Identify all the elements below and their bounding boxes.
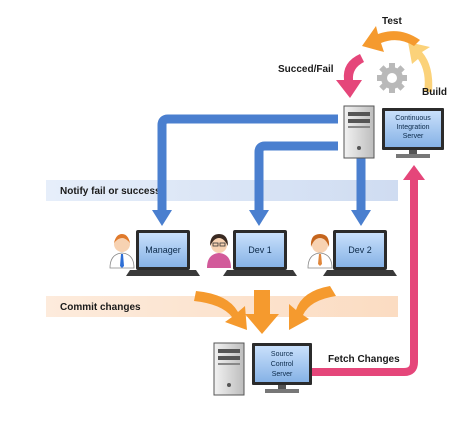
test-arrow: [362, 26, 420, 52]
build-arrow: [408, 42, 433, 92]
fetch-label: Fetch Changes: [328, 354, 400, 365]
ci-tower: [343, 105, 375, 159]
commit-arrow-right: [289, 286, 336, 330]
avatar-dev1: [207, 234, 231, 268]
ci-server-text-3: Server: [403, 133, 424, 140]
source-server-text-1: Source: [271, 351, 293, 358]
source-tower: [213, 342, 245, 396]
notify-arrowhead-manager: [152, 210, 172, 226]
notify-band: [46, 180, 398, 201]
fetch-arrow: [312, 178, 418, 376]
avatar-manager: [109, 234, 135, 269]
notify-arrow-dev1: [254, 141, 338, 212]
commit-arrows: [194, 286, 336, 334]
build-label: Build: [422, 87, 447, 98]
build-test-cycle: [336, 26, 433, 98]
laptop-manager: Manager: [126, 230, 200, 276]
commit-label: Commit changes: [60, 302, 141, 313]
laptop-manager-label: Manager: [145, 245, 181, 255]
notify-arrowhead-dev2: [351, 210, 371, 226]
succeed-fail-arrow: [336, 54, 364, 98]
notify-arrow-manager: [157, 114, 338, 212]
ci-server: Continuous Integration Server: [343, 105, 444, 159]
ci-server-text-1: Continuous: [395, 115, 431, 122]
notify-arrowhead-dev1: [249, 210, 269, 226]
notify-label: Notify fail or success: [60, 186, 161, 197]
source-control-server: Source Control Server: [213, 342, 312, 396]
laptop-dev2-label: Dev 2: [348, 245, 372, 255]
source-server-text-2: Control: [271, 361, 294, 368]
laptop-dev1-label: Dev 1: [248, 245, 272, 255]
test-label: Test: [382, 16, 402, 27]
fetch-arrowhead: [403, 165, 425, 180]
laptop-dev2: Dev 2: [323, 230, 397, 276]
avatar-dev2: [307, 234, 333, 269]
gear-icon: [377, 63, 407, 93]
notify-arrows: [157, 114, 366, 212]
commit-arrow-left: [194, 291, 247, 330]
ci-server-text-2: Integration: [396, 124, 429, 131]
laptop-dev1: Dev 1: [223, 230, 297, 276]
succeed-fail-label: Succed/Fail: [278, 64, 334, 75]
source-monitor: Source Control Server: [252, 343, 312, 393]
commit-arrow-middle: [245, 290, 279, 334]
source-server-text-3: Server: [272, 371, 293, 378]
ci-monitor: Continuous Integration Server: [382, 108, 444, 158]
